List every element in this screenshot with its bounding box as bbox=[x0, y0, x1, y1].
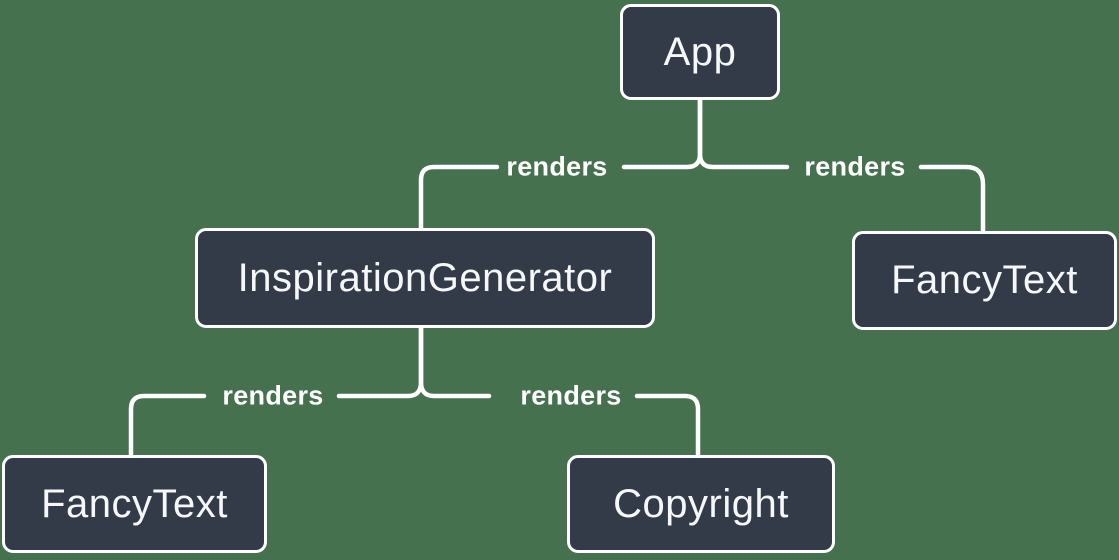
edge-inspirationgenerator-fancytext-a bbox=[336, 325, 424, 399]
node-fancy-text-right-label: FancyText bbox=[891, 258, 1078, 302]
node-app: App bbox=[620, 4, 780, 100]
node-copyright: Copyright bbox=[567, 455, 835, 553]
edge-app-fancytext-b bbox=[918, 164, 986, 234]
edge-inspirationgenerator-copyright-b bbox=[634, 393, 701, 458]
node-fancy-text-left-label: FancyText bbox=[41, 481, 228, 526]
edge-label-renders-app-fancytext: renders bbox=[804, 151, 906, 182]
edge-label-renders-inspirationgenerator-copyright: renders bbox=[520, 380, 622, 411]
node-copyright-label: Copyright bbox=[613, 481, 789, 526]
edge-inspirationgenerator-copyright-a bbox=[418, 325, 492, 399]
edge-app-fancytext-a bbox=[697, 97, 790, 170]
edge-app-inspirationgenerator-b bbox=[418, 164, 500, 231]
edge-inspirationgenerator-fancytext-b bbox=[128, 393, 207, 458]
node-inspiration-generator-label: InspirationGenerator bbox=[237, 255, 613, 300]
node-fancy-text-left: FancyText bbox=[2, 455, 267, 553]
edge-label-renders-app-inspirationgenerator: renders bbox=[506, 151, 608, 182]
edge-label-renders-inspirationgenerator-fancytext: renders bbox=[222, 380, 324, 411]
node-fancy-text-right: FancyText bbox=[852, 231, 1117, 330]
node-inspiration-generator: InspirationGenerator bbox=[195, 228, 655, 328]
edge-app-inspirationgenerator-a bbox=[621, 97, 703, 170]
node-app-label: App bbox=[663, 29, 737, 74]
